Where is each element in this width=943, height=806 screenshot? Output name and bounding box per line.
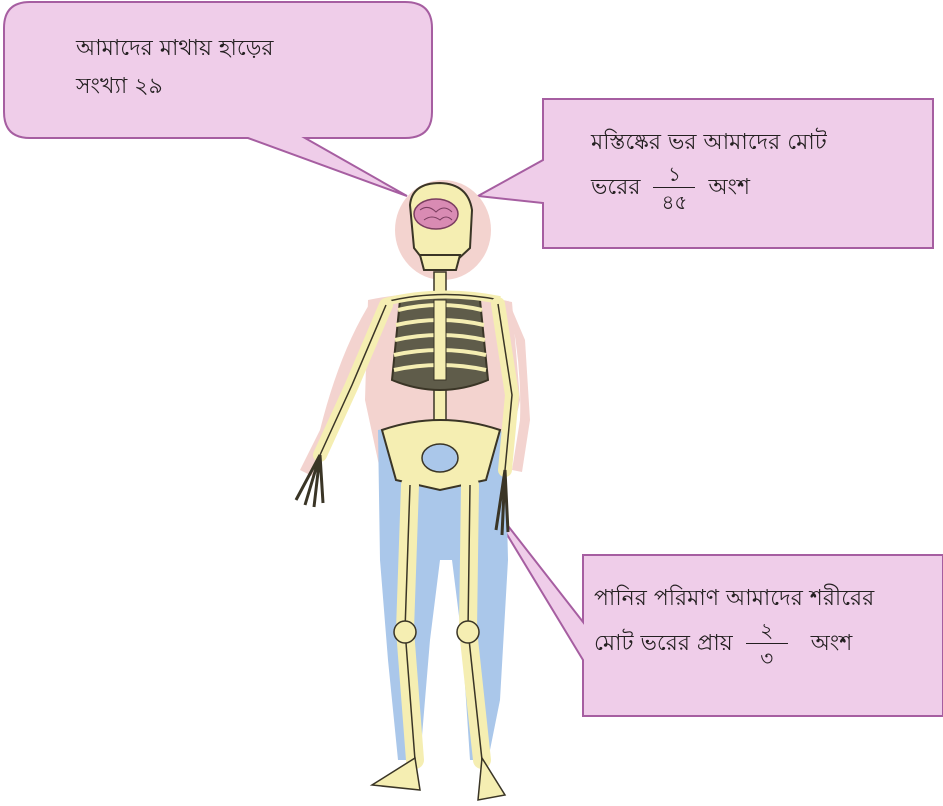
water-fraction-denominator: ৩ — [760, 644, 773, 668]
skull-bones-line2: সংখ্যা ২৯ — [76, 68, 274, 106]
skull-bones-text: আমাদের মাথায় হাড়ের সংখ্যা ২৯ — [76, 30, 274, 106]
brain — [414, 199, 458, 229]
water-amount-text: পানির পরিমাণ আমাদের শরীরের মোট ভরের প্রা… — [594, 580, 874, 668]
water-fraction: ২ ৩ — [746, 620, 788, 668]
water-fraction-numerator: ২ — [746, 620, 788, 644]
water-amount-prefix: মোট ভরের প্রায় — [594, 631, 733, 656]
water-amount-suffix: অংশ — [811, 631, 853, 656]
brain-weight-line2: ভরের ১ ৪৫ অংশ — [591, 164, 827, 212]
brain-fraction-numerator: ১ — [653, 164, 695, 188]
pelvis — [382, 420, 500, 490]
brain-fraction-denominator: ৪৫ — [661, 188, 687, 212]
rib-cage — [392, 295, 488, 390]
brain-weight-text: মস্তিষ্কের ভর আমাদের মোট ভরের ১ ৪৫ অংশ — [591, 124, 827, 212]
brain-weight-line1: মস্তিষ্কের ভর আমাদের মোট — [591, 124, 827, 162]
brain-weight-prefix: ভরের — [591, 175, 640, 200]
skull-bones-line1: আমাদের মাথায় হাড়ের — [76, 30, 274, 68]
water-amount-line1: পানির পরিমাণ আমাদের শরীরের — [594, 580, 874, 618]
brain-weight-suffix: অংশ — [708, 175, 750, 200]
brain-fraction: ১ ৪৫ — [653, 164, 695, 212]
feet — [372, 758, 505, 800]
water-amount-line2: মোট ভরের প্রায় ২ ৩ অংশ — [594, 620, 874, 668]
